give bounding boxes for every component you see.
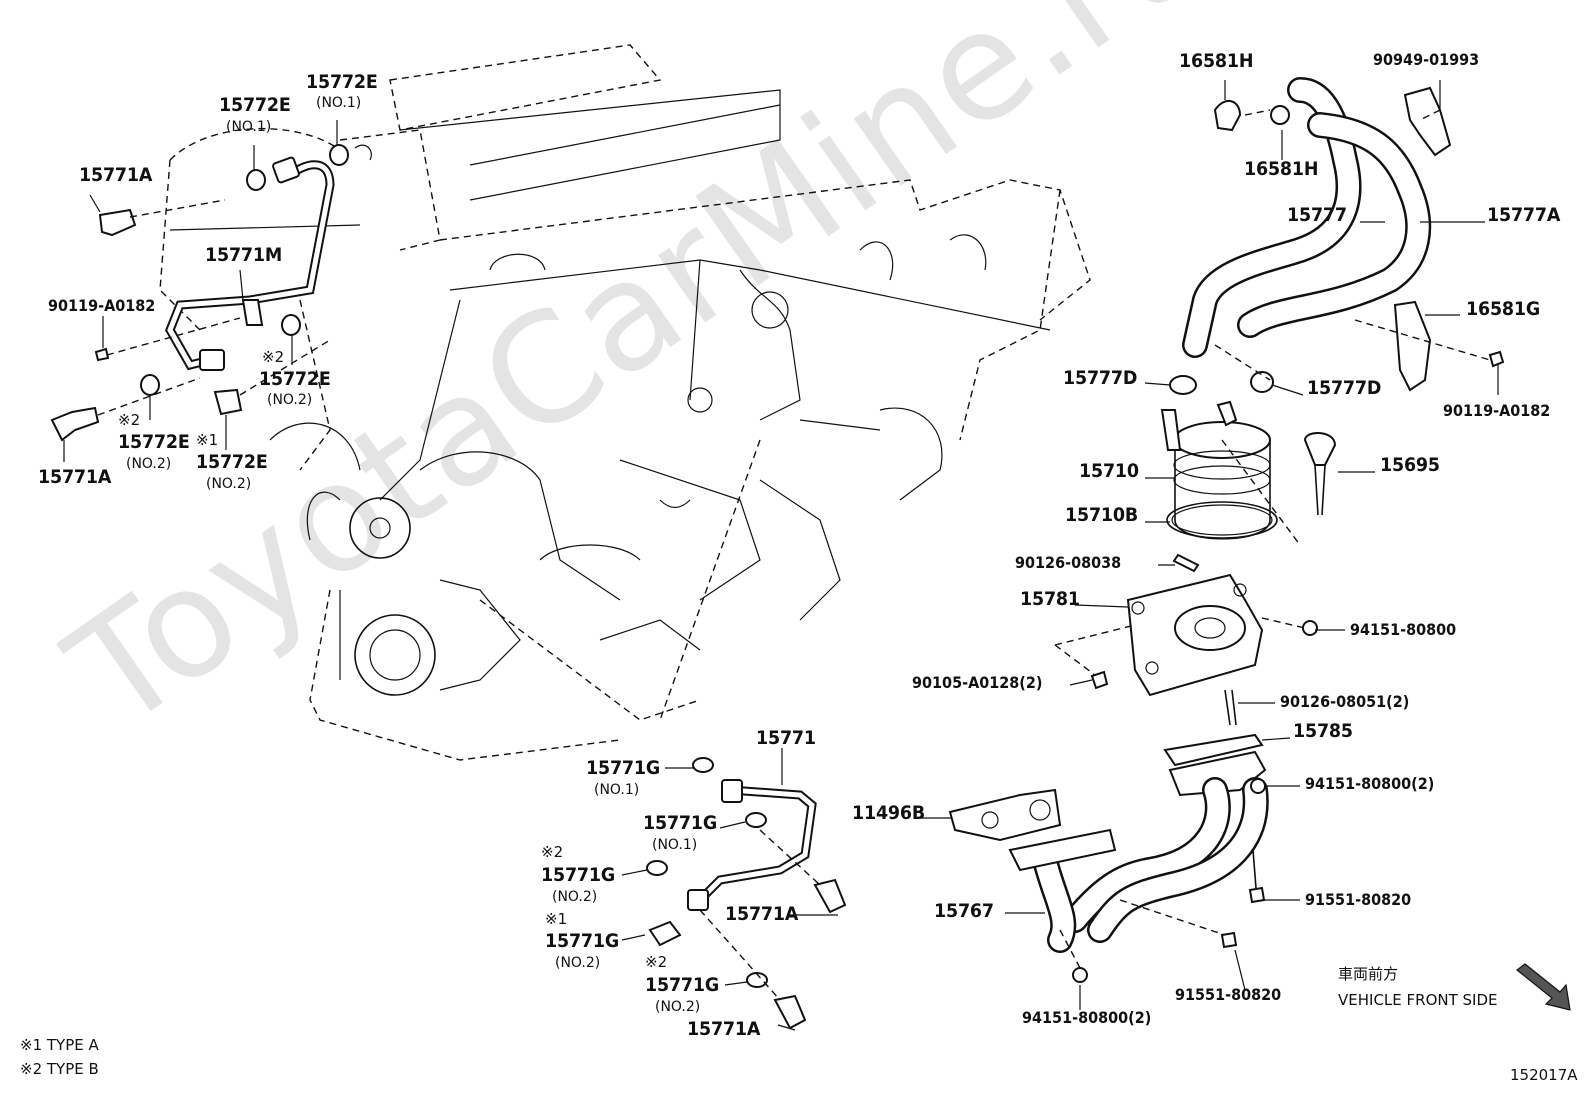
part-label-16581H-a: 16581H bbox=[1179, 50, 1254, 72]
engine-block-outline bbox=[159, 44, 1091, 761]
type-mark-2: ※2 bbox=[645, 953, 668, 971]
part-label-15781: 15781 bbox=[1020, 588, 1080, 610]
part-label-15771A-d: 15771A bbox=[687, 1018, 761, 1040]
part-label-15772E-no1-a: 15772E bbox=[219, 94, 291, 116]
water-pipe-assembly bbox=[948, 733, 1269, 983]
legend-type-b: ※2 TYPE B bbox=[20, 1060, 99, 1078]
part-label-15777D-b: 15777D bbox=[1307, 377, 1382, 399]
part-label-15771A-a: 15771A bbox=[79, 164, 153, 186]
part-sublabel-no2-c: (NO.2) bbox=[267, 392, 313, 408]
part-label-15771G-no2-d: 15771G bbox=[545, 930, 620, 952]
legend-type-a: ※1 TYPE A bbox=[20, 1036, 99, 1054]
part-label-16581H-b: 16581H bbox=[1244, 158, 1319, 180]
part-label-15771: 15771 bbox=[756, 727, 816, 749]
part-sublabel-no1-c: (NO.1) bbox=[594, 782, 640, 798]
part-label-15771M: 15771M bbox=[205, 244, 283, 266]
part-label-16581G: 16581G bbox=[1466, 298, 1541, 320]
figure-code: 152017A bbox=[1510, 1066, 1578, 1084]
part-label-15777: 15777 bbox=[1287, 204, 1347, 226]
part-label-15772E-no2-c: 15772E bbox=[259, 368, 331, 390]
part-label-15710: 15710 bbox=[1079, 460, 1139, 482]
type-mark-2: ※2 bbox=[118, 411, 141, 429]
type-mark-1: ※1 bbox=[196, 431, 219, 449]
part-label-15771G-no2-e: 15771G bbox=[645, 974, 720, 996]
part-label-90119-A0182-b: 90119-A0182 bbox=[1443, 401, 1551, 420]
part-sublabel-no2-d: (NO.2) bbox=[126, 456, 172, 472]
part-label-15767: 15767 bbox=[934, 900, 994, 922]
oil-pipe-upper bbox=[50, 144, 372, 442]
part-label-15771G-no2-c: 15771G bbox=[541, 864, 616, 886]
part-sublabel-no2-e: (NO.2) bbox=[206, 476, 252, 492]
part-label-90949-01993: 90949-01993 bbox=[1373, 50, 1480, 69]
part-label-15785: 15785 bbox=[1293, 720, 1353, 742]
part-label-90126-08038: 90126-08038 bbox=[1015, 553, 1122, 572]
oil-pipe-lower bbox=[646, 757, 847, 1030]
type-mark-2: ※2 bbox=[541, 843, 564, 861]
part-label-11496B: 11496B bbox=[852, 802, 926, 824]
type-mark-2: ※2 bbox=[262, 348, 285, 366]
oil-cooler-assembly bbox=[1160, 400, 1337, 573]
part-label-91551-80820-a: 91551-80820 bbox=[1305, 890, 1412, 909]
part-label-15771G-no1-b: 15771G bbox=[643, 812, 718, 834]
water-hoses bbox=[1169, 77, 1505, 395]
type-mark-1: ※1 bbox=[545, 910, 568, 928]
part-label-15777A: 15777A bbox=[1487, 204, 1561, 226]
part-label-94151-80800-b: 94151-80800(2) bbox=[1305, 774, 1435, 793]
front-arrow-icon bbox=[1516, 963, 1571, 1011]
part-label-15777D-a: 15777D bbox=[1063, 367, 1138, 389]
solid-leader-lines bbox=[621, 80, 1499, 1031]
part-sublabel-no1-d: (NO.1) bbox=[652, 837, 698, 853]
part-label-90126-08051: 90126-08051(2) bbox=[1280, 692, 1410, 711]
part-sublabel-no2-h: (NO.2) bbox=[655, 999, 701, 1015]
part-label-15771A-c: 15771A bbox=[725, 903, 799, 925]
front-direction-en: VEHICLE FRONT SIDE bbox=[1338, 991, 1498, 1009]
part-sublabel-no2-g: (NO.2) bbox=[555, 955, 601, 971]
oil-cooler-bracket bbox=[1054, 573, 1318, 726]
part-sublabel-no1-b: (NO.1) bbox=[316, 95, 362, 111]
part-label-15771G-no1-a: 15771G bbox=[586, 757, 661, 779]
part-label-15710B: 15710B bbox=[1065, 504, 1139, 526]
part-label-15695: 15695 bbox=[1380, 454, 1440, 476]
part-label-15772E-no1-b: 15772E bbox=[306, 71, 378, 93]
part-label-94151-80800-a: 94151-80800 bbox=[1350, 620, 1457, 639]
front-direction-jp: 車両前方 bbox=[1338, 965, 1399, 983]
part-label-15771A-b: 15771A bbox=[38, 466, 112, 488]
part-label-15772E-no2-e: 15772E bbox=[196, 451, 268, 473]
part-sublabel-no2-f: (NO.2) bbox=[552, 889, 598, 905]
left-leader-lines bbox=[63, 120, 338, 462]
part-label-91551-80820-b: 91551-80820 bbox=[1175, 985, 1282, 1004]
part-label-94151-80800-c: 94151-80800(2) bbox=[1022, 1008, 1152, 1027]
part-label-15772E-no2-d: 15772E bbox=[118, 431, 190, 453]
part-label-90105-A0128: 90105-A0128(2) bbox=[912, 673, 1043, 692]
part-sublabel-no1-a: (NO.1) bbox=[226, 119, 272, 135]
part-label-90119-A0182-a: 90119-A0182 bbox=[48, 296, 156, 315]
